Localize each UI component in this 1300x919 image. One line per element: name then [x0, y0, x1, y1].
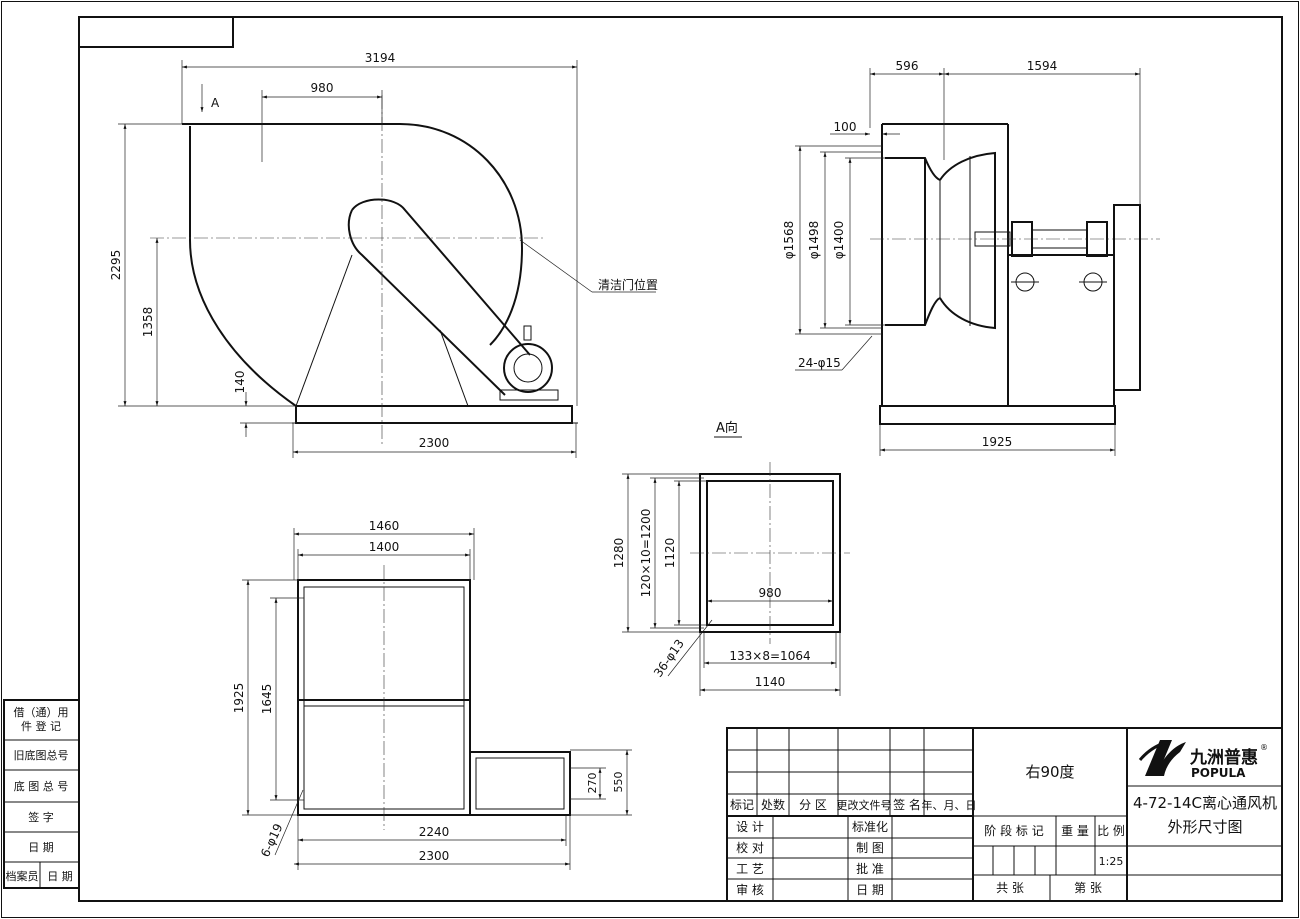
drawing-title-line-1: 4-72-14C离心通风机 [1133, 794, 1277, 812]
dia-1400: φ1400 [832, 221, 846, 259]
dim-1120: 1120 [663, 538, 677, 569]
dim-1645: 1645 [260, 684, 274, 715]
brand-en: POPULA [1191, 766, 1246, 780]
dia-1498: φ1498 [807, 221, 821, 259]
dim-1400: 1400 [369, 540, 400, 554]
sheet-number: 第 张 [1074, 881, 1102, 895]
dim-3194: 3194 [365, 51, 396, 65]
brand-cn: 九洲普惠 [1189, 747, 1258, 768]
dia-1568: φ1568 [782, 221, 796, 259]
dim-980-outlet: 980 [759, 586, 782, 600]
rev-header-doc: 更改文件号 [837, 798, 892, 812]
side-table-row-6-right: 日 期 [47, 870, 73, 883]
dim-140: 140 [233, 371, 247, 394]
dim-1594: 1594 [1027, 59, 1058, 73]
registered-mark: ® [1260, 743, 1268, 752]
rev-header-mark: 标记 [730, 798, 754, 812]
rev-header-count: 处数 [761, 797, 785, 812]
dim-596: 596 [896, 59, 919, 73]
scale-header: 比 例 [1097, 824, 1125, 838]
outlet-view: A向 1280 120×10=1200 1120 980 133×8=1064 … [612, 420, 850, 696]
dim-2240: 2240 [419, 825, 450, 839]
end-view: 596 1594 100 φ1568 φ1498 φ1400 24-φ15 19… [782, 59, 1160, 456]
rev-header-zone: 分 区 [799, 798, 827, 812]
dim-270: 270 [586, 773, 599, 794]
dim-2300-base: 2300 [419, 849, 450, 863]
sheet-total: 共 张 [996, 881, 1024, 895]
dim-1358: 1358 [141, 307, 155, 338]
stage-mark-header: 阶 段 标 记 [984, 823, 1043, 838]
dim-1460: 1460 [369, 519, 400, 533]
dim-1140: 1140 [755, 675, 786, 689]
rev-header-sign: 签 名 [893, 797, 921, 812]
weight-header: 重 量 [1061, 824, 1089, 838]
rotation-note: 右90度 [1025, 763, 1074, 781]
sign-review: 审 核 [736, 882, 764, 897]
rev-header-date: 年、月、日 [922, 798, 977, 812]
base-view: 1460 1400 1925 1645 270 550 2240 2300 [232, 519, 632, 870]
sign-design: 设 计 [736, 820, 764, 834]
side-table-row-4: 签 字 [28, 810, 54, 824]
dim-1925-base: 1925 [232, 683, 246, 714]
side-table-row-6: 档案员 [6, 869, 39, 883]
sign-date: 日 期 [856, 883, 884, 897]
side-table-row-3: 底 图 总 号 [14, 779, 69, 793]
side-table-row-1-text: 借（通）用件 登 记 [14, 706, 69, 733]
dim-pitch-h: 133×8=1064 [729, 649, 810, 663]
side-table-row-2: 旧底图总号 [14, 748, 69, 762]
outlet-view-title: A向 [716, 420, 738, 436]
side-view: 3194 980 A 2295 1358 140 2300 清洁门位置 [109, 51, 658, 458]
sign-process: 工 艺 [736, 862, 764, 876]
dim-1925-end: 1925 [982, 435, 1013, 449]
dim-550: 550 [612, 772, 625, 793]
brand-logo-icon [1138, 740, 1186, 776]
sign-approve: 批 准 [856, 861, 884, 876]
side-table: 借（通）用件 登 记 旧底图总号 底 图 总 号 签 字 日 期 档案员 日 期 [3, 699, 80, 889]
sign-standard: 标准化 [852, 820, 888, 834]
dim-100: 100 [834, 120, 857, 134]
title-block: 标记 处数 分 区 更改文件号 签 名 年、月、日 设 计 标准化 校 对 制 … [726, 727, 1283, 902]
cleaning-door-label: 清洁门位置 [598, 277, 658, 292]
dim-2300-side: 2300 [419, 436, 450, 450]
dim-2295: 2295 [109, 250, 123, 281]
dim-980: 980 [311, 81, 334, 95]
holes-24-15: 24-φ15 [798, 356, 841, 370]
side-table-row-1: 借（通）用件 登 记 [14, 706, 69, 733]
sign-check: 校 对 [736, 840, 764, 855]
drawing-title-line-2: 外形尺寸图 [1167, 818, 1242, 836]
scale-value: 1:25 [1099, 855, 1124, 868]
sign-draw: 制 图 [856, 841, 884, 855]
dim-pitch-v: 120×10=1200 [639, 509, 653, 598]
dim-1280: 1280 [612, 538, 626, 569]
side-table-row-5: 日 期 [28, 841, 54, 854]
arrow-a-label: A [211, 96, 220, 110]
